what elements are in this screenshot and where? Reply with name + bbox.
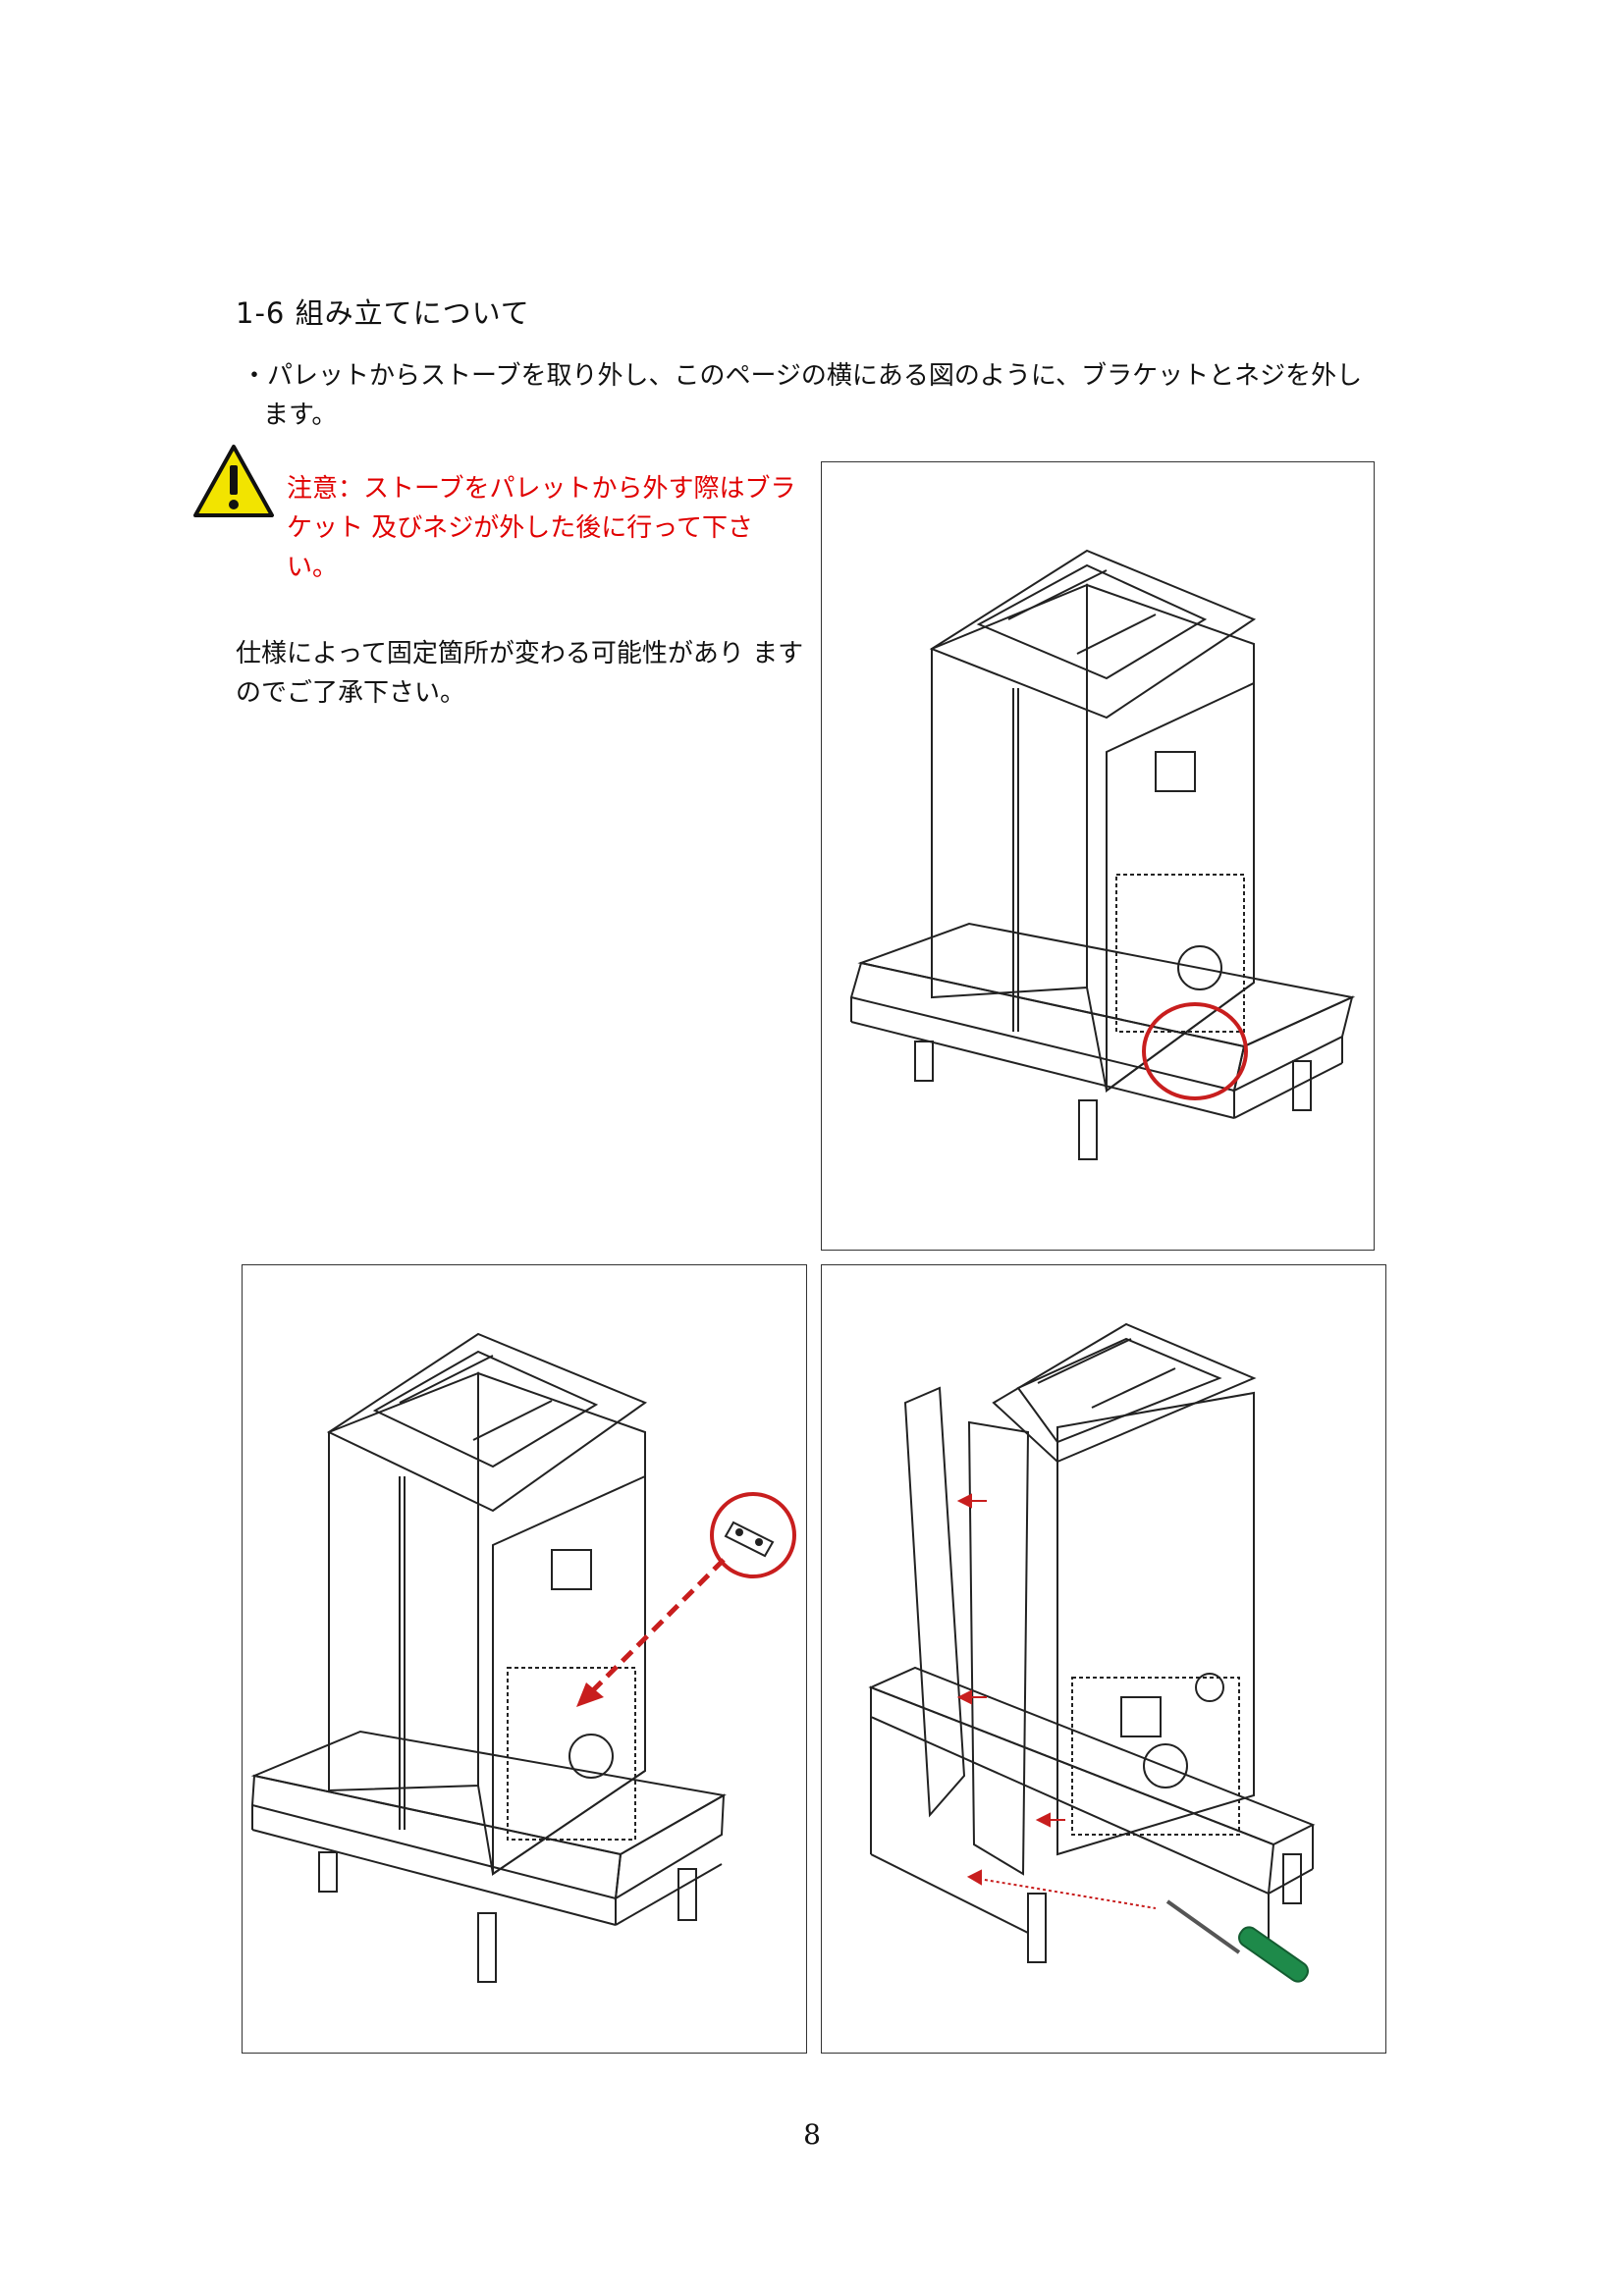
page-number: 8 bbox=[803, 2118, 821, 2151]
section-heading: 1-6 組み立てについて bbox=[236, 296, 530, 330]
instruction-line-1: ・パレットからストーブを取り外し、このページの横にある図のように、ブラケットとネ… bbox=[242, 361, 1363, 391]
note-text: 仕様によって固定箇所が変わる可能性があり ますのでご了承下さい。 bbox=[236, 639, 804, 708]
bracket-removal-illustration bbox=[250, 1332, 796, 1983]
caution-text: 注意：ストーブをパレットから外す際はブラケット 及びネジが外した後に行って下さい… bbox=[287, 474, 796, 582]
figure-stove-bracket-location bbox=[821, 461, 1375, 1251]
figure-bracket-removal bbox=[242, 1264, 807, 2054]
warning-triangle-icon bbox=[192, 444, 275, 518]
instruction-text: ・パレットからストーブを取り外し、このページの横にある図のように、ブラケットとネ… bbox=[242, 356, 1420, 435]
figure-screw-removal bbox=[821, 1264, 1386, 2054]
screw-removal-illustration bbox=[868, 1322, 1316, 1983]
stove-on-pallet-illustration bbox=[849, 549, 1356, 1160]
instruction-line-2: ます。 bbox=[263, 400, 338, 430]
